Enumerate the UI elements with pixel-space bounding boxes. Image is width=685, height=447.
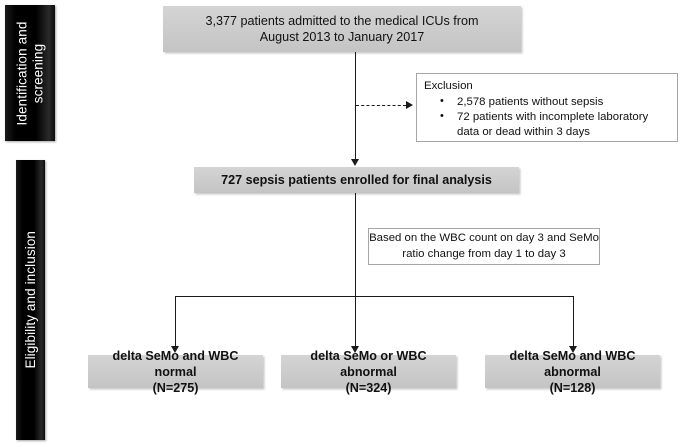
- node-group-semo-and-wbc-abnormal: delta SeMo and WBC abnormal (N=128): [485, 349, 660, 395]
- arrowhead-to-enrolled: [351, 159, 359, 166]
- arrowhead-group-and-abnormal: [569, 346, 577, 353]
- node-exclusion-list: 2,578 patients without sepsis 72 patient…: [417, 94, 677, 141]
- node-exclusion: Exclusion 2,578 patients without sepsis …: [416, 73, 678, 142]
- connector-split-leg-middle: [355, 296, 356, 347]
- node-grouping-criteria: Based on the WBC count on day 3 and SeMo…: [368, 228, 600, 265]
- node-exclusion-title: Exclusion: [424, 80, 473, 92]
- phase-bar-identification-and-screening: Identification and screening: [5, 5, 55, 141]
- node-enrolled-patients: 727 sepsis patients enrolled for final a…: [194, 167, 519, 193]
- phase-label-identification-and-screening: Identification and screening: [14, 21, 46, 125]
- node-grouping-criteria-label: Based on the WBC count on day 3 and SeMo…: [369, 232, 599, 260]
- list-item: 2,578 patients without sepsis: [440, 94, 671, 110]
- connector-split-leg-left: [175, 296, 176, 347]
- arrowhead-group-normal: [171, 346, 179, 353]
- arrowhead-group-or-abnormal: [351, 346, 359, 353]
- node-admitted-patients: 3,377 patients admitted to the medical I…: [163, 6, 521, 52]
- phase-bar-eligibility-and-inclusion: Eligibility and inclusion: [16, 160, 45, 440]
- node-group-semo-and-wbc-normal: delta SeMo and WBC normal (N=275): [88, 349, 263, 395]
- node-group-semo-or-wbc-abnormal-label: delta SeMo or WBC abnormal (N=324): [310, 348, 427, 395]
- node-group-semo-or-wbc-abnormal: delta SeMo or WBC abnormal (N=324): [281, 349, 456, 395]
- arrowhead-to-exclusion: [406, 101, 413, 109]
- node-enrolled-patients-label: 727 sepsis patients enrolled for final a…: [221, 173, 492, 187]
- connector-admitted-to-enrolled: [355, 52, 356, 160]
- list-item: 72 patients with incomplete laboratory d…: [440, 109, 671, 140]
- phase-label-eligibility-and-inclusion: Eligibility and inclusion: [22, 231, 38, 369]
- connector-enrolled-to-split: [355, 193, 356, 296]
- connector-exclusion-dashed: [356, 105, 406, 106]
- node-group-semo-and-wbc-abnormal-label: delta SeMo and WBC abnormal (N=128): [509, 348, 636, 395]
- node-admitted-patients-label: 3,377 patients admitted to the medical I…: [205, 14, 479, 44]
- connector-split-horizontal: [175, 296, 573, 297]
- node-group-semo-and-wbc-normal-label: delta SeMo and WBC normal (N=275): [112, 348, 239, 395]
- connector-split-leg-right: [573, 296, 574, 347]
